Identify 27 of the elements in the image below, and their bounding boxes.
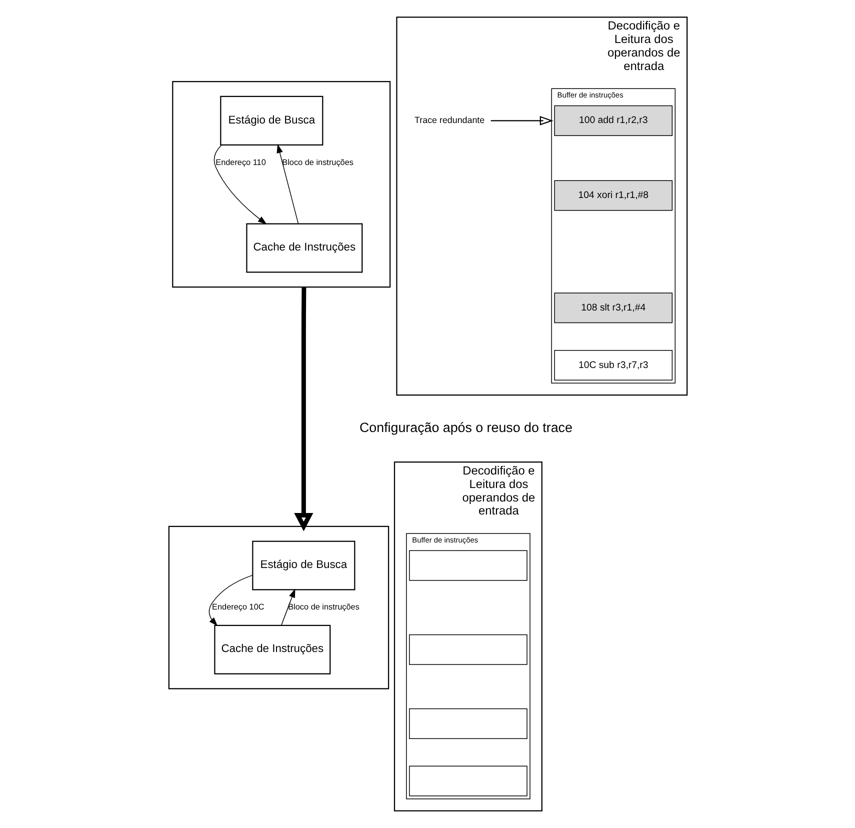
edge-label: Bloco de instruções: [288, 602, 359, 612]
node-text: Trace redundante: [414, 114, 484, 125]
node-box: 100 add r1,r2,r3: [554, 105, 672, 136]
node-box: 108 slt r3,r1,#4: [554, 292, 672, 324]
node-box: [408, 708, 527, 739]
node-box: Cache de Instruções: [246, 223, 362, 273]
node-box: Estágio de Busca: [220, 96, 323, 146]
node-box: 104 xori r1,r1,#8: [554, 180, 672, 211]
node-box: Estágio de Busca: [252, 540, 355, 590]
node-box: [408, 550, 527, 581]
edge-label: Endereço 10C: [212, 602, 264, 612]
node-box: Cache de Instruções: [214, 624, 330, 674]
arrow: [208, 574, 252, 626]
edge-label: Endereço 110: [215, 158, 266, 167]
edge-label: Bloco de instruções: [282, 158, 353, 167]
node-box: [408, 634, 527, 665]
cluster: [172, 81, 390, 288]
cluster: Buffer de instruções: [406, 533, 530, 800]
cluster: [168, 526, 389, 690]
label: Configuração após o reuso do trace: [359, 420, 572, 435]
arrow: [294, 287, 313, 532]
arrow: [276, 144, 298, 224]
node-box: [408, 766, 527, 796]
node-box: 10C sub r3,r7,r3: [554, 350, 672, 380]
arrow: [213, 144, 266, 224]
arrow: [490, 116, 553, 126]
arrow: [280, 588, 295, 626]
